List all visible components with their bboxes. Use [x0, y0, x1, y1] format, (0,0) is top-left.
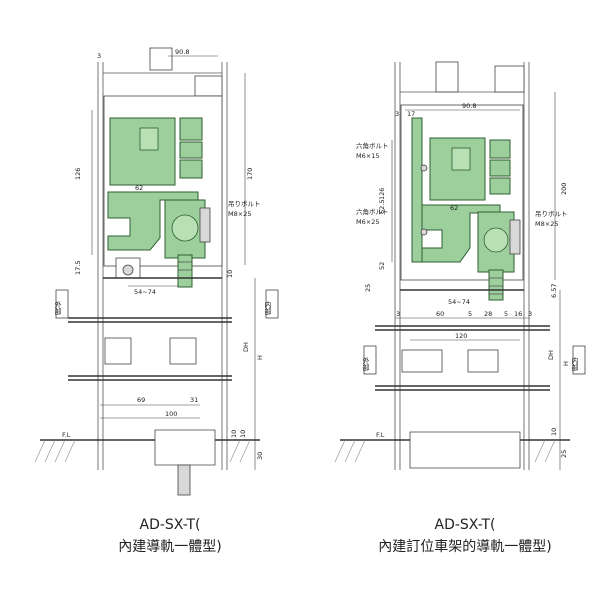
right-roller [483, 227, 509, 253]
right-dim-90-8: 90.8 [462, 102, 476, 110]
left-roller [171, 214, 199, 242]
right-dim-28: 28 [484, 310, 492, 318]
right-bolt-size: M8×25 [535, 220, 558, 228]
right-hanger-bolt [488, 269, 504, 301]
left-module [179, 159, 203, 179]
left-dim-62: 62 [135, 184, 143, 192]
left-floor-anchor [177, 464, 191, 496]
right-header-block [494, 65, 525, 93]
left-guide-wheel [122, 264, 134, 276]
left-hanger-bolt [177, 254, 193, 288]
left-dim-30: 30 [256, 452, 264, 460]
left-dim-126: 126 [74, 168, 82, 180]
right-caption-line-2: 內建訂位車架的導軌一體型) [378, 539, 552, 555]
right-dim-dh: DH [547, 350, 555, 360]
right-dim-h: H [562, 361, 570, 366]
left-module [179, 117, 203, 141]
right-door-stile [401, 349, 443, 373]
left-bottom-channel [154, 429, 216, 466]
left-floor-hatch [34, 439, 251, 463]
right-dim-16: 16 [514, 310, 522, 318]
right-dim-54-74: 54~74 [448, 298, 470, 306]
right-dim-62-5: 62.5 [378, 200, 386, 214]
left-door-stile [169, 337, 197, 365]
left-control-panel [139, 127, 159, 151]
left-inside-box [265, 289, 279, 319]
right-dim-60: 60 [436, 310, 444, 318]
right-section-drawing: 3 17 90.8 200 126 62.5 62 52 25 54~74 6.… [334, 61, 586, 470]
right-module [489, 177, 511, 195]
right-floor-hatch [334, 439, 556, 463]
left-dim-10a: 10 [226, 270, 234, 278]
right-dim-120: 120 [455, 332, 467, 340]
right-dim-126: 126 [378, 188, 386, 200]
left-module [179, 141, 203, 159]
right-dim-10: 10 [550, 428, 558, 436]
right-caption: AD-SX-T( 內建訂位車架的導軌一體型) [330, 514, 600, 558]
left-dim-69: 69 [137, 396, 145, 404]
right-hex-size-1: M6×15 [356, 152, 379, 160]
left-dim-dh: DH [242, 342, 250, 352]
right-inside-box [572, 345, 586, 375]
left-door-stile [104, 337, 132, 365]
right-hex-label-2: 六角ボルト [356, 207, 389, 216]
left-fl-label: F.L [62, 431, 71, 439]
left-dim-h: H [256, 355, 264, 360]
right-hex-bolt [420, 164, 428, 172]
left-dim-10b: 10 [239, 430, 247, 438]
left-bracket [199, 207, 211, 243]
right-fl-label: F.L [376, 431, 385, 439]
right-hex-size-2: M6×25 [356, 218, 379, 226]
left-inside-label: 内部 [264, 300, 272, 316]
right-outside-label: 外部 [362, 356, 370, 372]
left-header-block [194, 75, 223, 97]
right-dim-3b: 3 [396, 310, 400, 318]
right-dim-62: 62 [450, 204, 458, 212]
right-dim-200: 200 [560, 183, 568, 195]
left-dim-31: 31 [190, 396, 198, 404]
left-dim-10c: 10 [230, 430, 238, 438]
right-hex-bolt [420, 228, 428, 236]
right-dim-6-57: 6.57 [550, 284, 558, 298]
left-caption-line-1: AD-SX-T( [139, 517, 201, 533]
left-dim-170: 170 [246, 168, 254, 180]
right-control-panel [451, 147, 471, 171]
left-dim-54-74: 54~74 [134, 288, 156, 296]
left-control-box [109, 117, 176, 186]
right-outside-box [363, 345, 377, 375]
right-bolt-label: 吊りボルト [535, 210, 568, 218]
left-dim-100: 100 [165, 410, 177, 418]
left-bolt-size: M8×25 [228, 210, 251, 218]
right-dim-5a: 5 [468, 310, 472, 318]
left-caption: AD-SX-T( 內建導軌一體型) [60, 514, 280, 558]
left-outside-box [55, 289, 69, 319]
right-bottom-channel [409, 431, 521, 469]
right-hex-label-1: 六角ボルト [356, 141, 389, 150]
right-door-stile [467, 349, 499, 373]
right-module [489, 139, 511, 159]
right-inside-label: 内部 [571, 356, 579, 372]
left-rail-profile [107, 191, 199, 251]
left-section-drawing: 3 90.8 126 170 62 17.5 54~74 10 69 31 10… [34, 47, 279, 496]
right-dim-25b: 25 [560, 450, 568, 458]
left-bolt-label: 吊りボルト [228, 200, 261, 208]
left-dim-90-8: 90.8 [175, 48, 189, 56]
left-dim-3: 3 [97, 52, 101, 60]
right-dim-5b: 5 [504, 310, 508, 318]
right-dim-17: 17 [407, 110, 415, 118]
right-dim-3c: 3 [528, 310, 532, 318]
left-top-rail [149, 47, 173, 71]
right-dim-25: 25 [364, 284, 372, 292]
right-dim-52: 52 [378, 262, 386, 270]
left-outside-label: 外部 [54, 300, 62, 316]
right-caption-line-1: AD-SX-T( [434, 517, 496, 533]
right-module [489, 159, 511, 177]
right-bracket [509, 219, 521, 255]
right-dim-3a: 3 [395, 110, 399, 118]
right-side-bracket [411, 117, 423, 263]
right-top-rail [435, 61, 459, 93]
left-caption-line-2: 內建導軌一體型) [118, 539, 222, 555]
left-dim-17-5: 17.5 [74, 261, 82, 275]
